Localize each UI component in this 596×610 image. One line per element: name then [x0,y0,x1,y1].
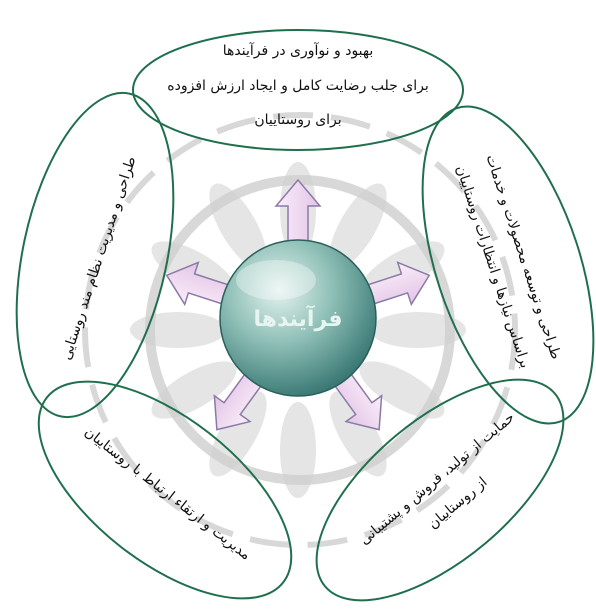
watermark-petal [130,312,226,348]
watermark-petal [209,183,267,269]
node-left-text: طراحی و مدیریت نظام مند روستایی [58,155,139,362]
node-top-line-1: بهبود و نوآوری در فرآیندها [223,42,374,59]
arrows [165,178,431,431]
node-left-ellipse [15,91,175,419]
node-right-ellipse [421,105,595,425]
node-right-text: طراحی و توسعه محصولات و خدمات براساس نیا… [452,153,563,370]
watermark-petal [151,361,237,419]
watermark-petal [280,402,316,498]
node-top-ellipse [132,29,464,151]
center-label: فرآیندها [253,304,342,332]
watermark-petal [209,391,267,477]
center-sphere [219,239,377,397]
node-bottom-left-ellipse [37,380,293,600]
watermark-petal [359,361,445,419]
watermark-petal [370,312,466,348]
node-top-line-2: برای جلب رضایت کامل و ایجاد ارزش افزوده [167,78,428,94]
node-bottom-right-text: حمایت از تولید، فروش و پشتیبانی از روستا… [357,409,518,548]
node-left-line-1: طراحی و مدیریت نظام مند روستایی [58,155,139,362]
watermark-petal [329,183,387,269]
node-bottom-right-ellipse [315,378,565,602]
node-top-line-3: برای روستاییان [254,112,341,128]
node-top-text: بهبود و نوآوری در فرآیندها برای جلب رضای… [167,42,428,128]
center-sphere-highlight [236,260,316,300]
watermark-petal [329,391,387,477]
